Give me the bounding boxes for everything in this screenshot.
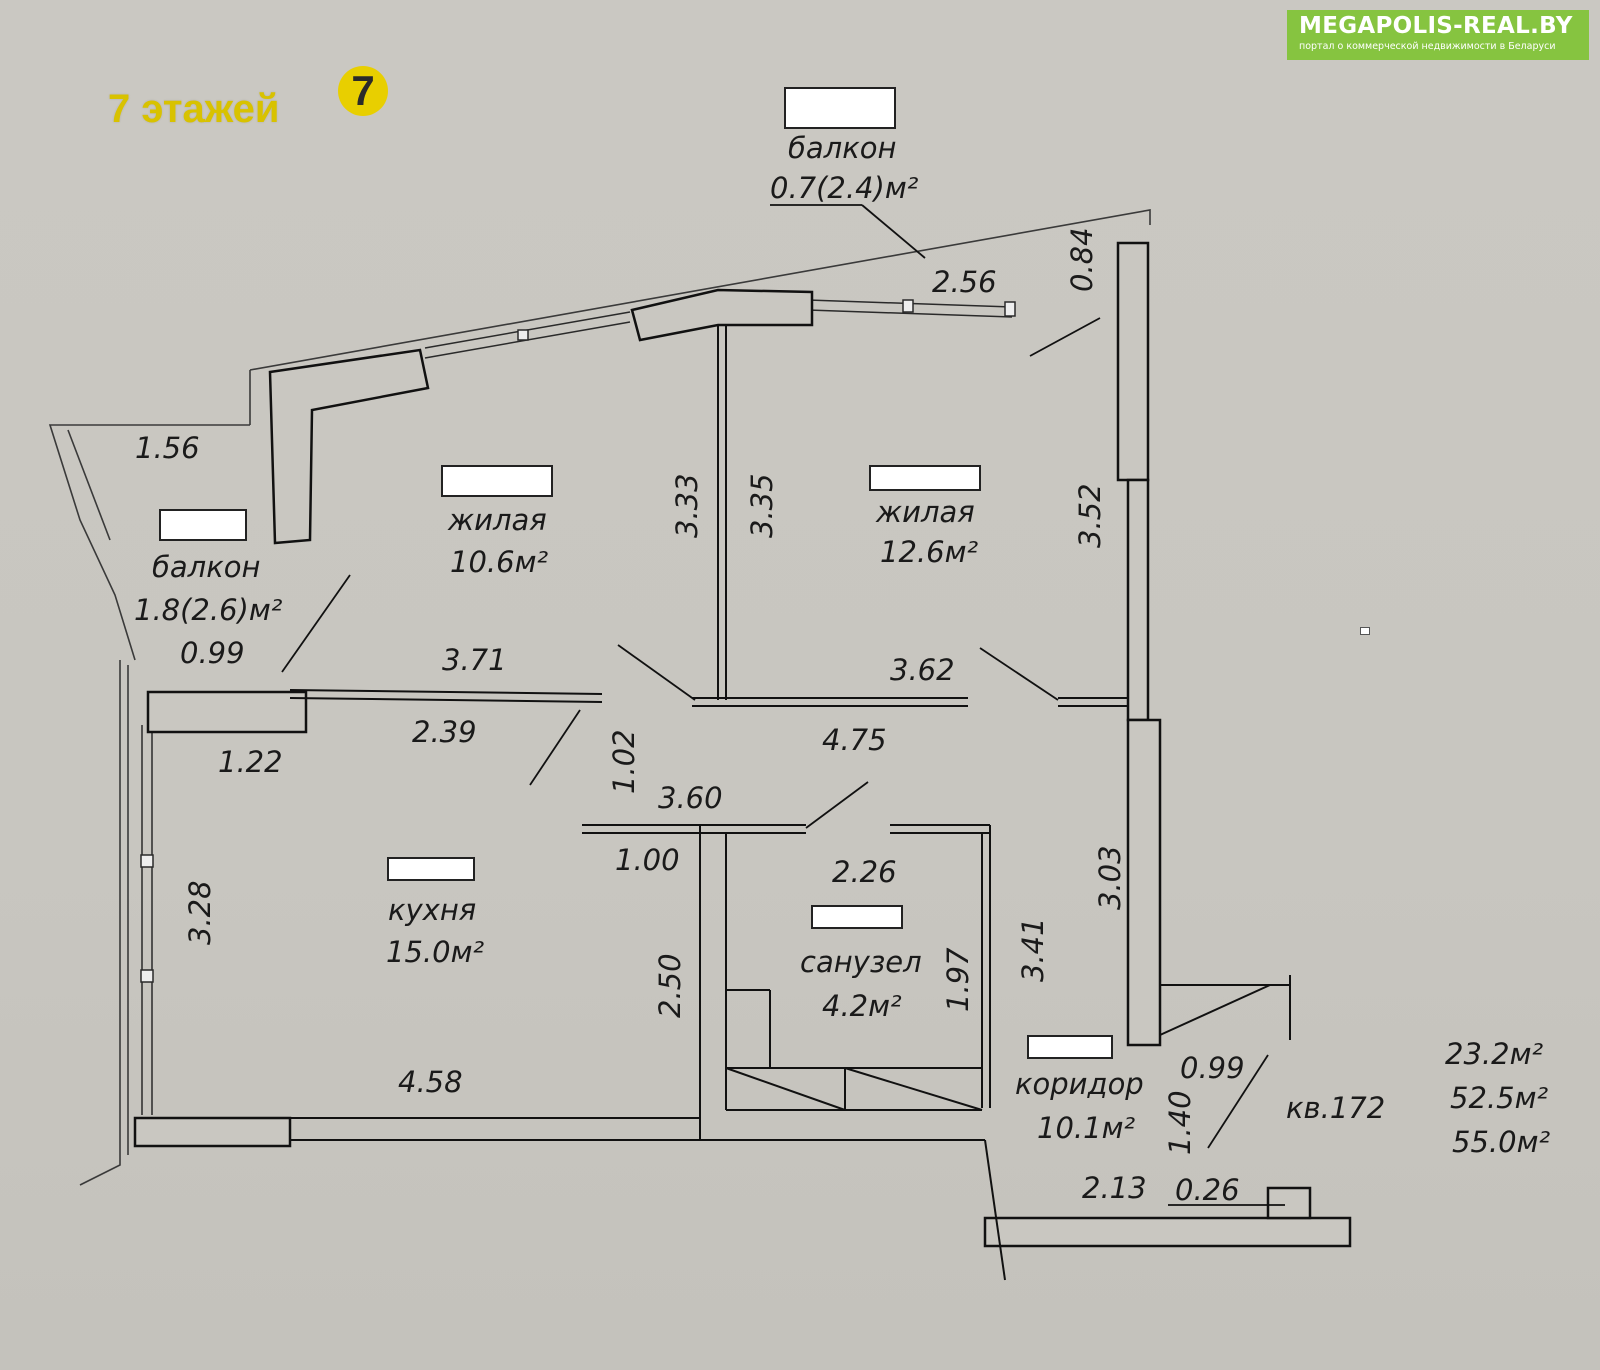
dimension-1-02: 1.02 (607, 729, 641, 794)
balcony-left-area: 1.8(2.6)м² (134, 593, 283, 627)
dimension-3-62: 3.62 (890, 653, 955, 687)
external-walls (133, 241, 1352, 1248)
dimension-4-75: 4.75 (822, 723, 887, 757)
kitchen-name: кухня (388, 893, 476, 927)
dimension-3-35: 3.35 (745, 473, 779, 538)
living-2-area: 12.6м² (880, 535, 978, 569)
dimension-1-00: 1.00 (615, 843, 680, 877)
floors-label: 7 этажей (108, 87, 280, 131)
dimension-1-56: 1.56 (135, 431, 200, 465)
dimension-3-03: 3.03 (1093, 845, 1127, 910)
living-1-area: 10.6м² (450, 545, 548, 579)
redaction-boxes (159, 87, 1113, 1059)
dimension-3-60: 3.60 (658, 781, 723, 815)
dimension-2-56: 2.56 (932, 265, 997, 299)
dimension-0-99-balcony: 0.99 (180, 636, 245, 670)
dimension-3-33: 3.33 (670, 473, 704, 538)
dimension-0-26: 0.26 (1175, 1173, 1240, 1207)
dimension-2-39: 2.39 (412, 715, 477, 749)
dimension-2-26: 2.26 (832, 855, 897, 889)
balcony-left-name: балкон (152, 550, 260, 584)
dimension-2-50: 2.50 (653, 953, 687, 1018)
balcony-top-name: балкон (788, 131, 896, 165)
internal-walls (289, 325, 1291, 1281)
apartment-living-area: 23.2м² (1445, 1037, 1543, 1071)
balcony-top-area: 0.7(2.4)м² (770, 171, 919, 205)
dimension-0-84: 0.84 (1065, 227, 1099, 292)
dimension-1-97: 1.97 (941, 947, 975, 1012)
dimension-3-28: 3.28 (183, 880, 217, 945)
bathroom-name: санузел (800, 945, 922, 979)
corridor-area: 10.1м² (1037, 1111, 1135, 1145)
apartment-number: кв.172 (1286, 1091, 1385, 1125)
door-swings (281, 204, 1285, 1206)
dimension-3-71: 3.71 (442, 643, 507, 677)
brand-tagline: портал о коммерческой недвижимости в Бел… (1299, 41, 1556, 52)
room-labels: балкон 0.7(2.4)м² балкон 1.8(2.6)м² жила… (134, 131, 1550, 1159)
small-marker (1360, 627, 1370, 635)
apartment-total-area: 52.5м² (1450, 1081, 1548, 1115)
dimension-3-41: 3.41 (1016, 917, 1050, 982)
dimension-2-13: 2.13 (1082, 1171, 1147, 1205)
dimension-1-40: 1.40 (1163, 1090, 1197, 1155)
dimension-1-22: 1.22 (218, 745, 283, 779)
brand-watermark[interactable]: MEGAPOLIS-REAL.BY портал о коммерческой … (1287, 10, 1589, 60)
brand-name: MEGAPOLIS-REAL.BY (1299, 13, 1573, 39)
balcony-outlines (48, 209, 1151, 1186)
dimension-0-99-corridor: 0.99 (1180, 1051, 1245, 1085)
apartment-area-with-balcony: 55.0м² (1452, 1125, 1550, 1159)
dimension-4-58: 4.58 (398, 1065, 463, 1099)
vertical-dimension-labels: 0.84 3.33 3.35 3.52 1.02 3.03 3.28 2.50 … (183, 227, 1197, 1155)
living-2-name: жилая (875, 495, 975, 529)
bathroom-area: 4.2м² (822, 989, 902, 1023)
floors-number-icon: 7 (338, 66, 388, 116)
living-1-name: жилая (447, 503, 547, 537)
dimension-3-52: 3.52 (1073, 483, 1107, 548)
kitchen-area: 15.0м² (386, 935, 484, 969)
dimension-labels: 2.56 1.56 0.99 3.71 3.62 2.39 1.22 4.75 … (135, 265, 1245, 1207)
corridor-name: коридор (1015, 1067, 1144, 1101)
